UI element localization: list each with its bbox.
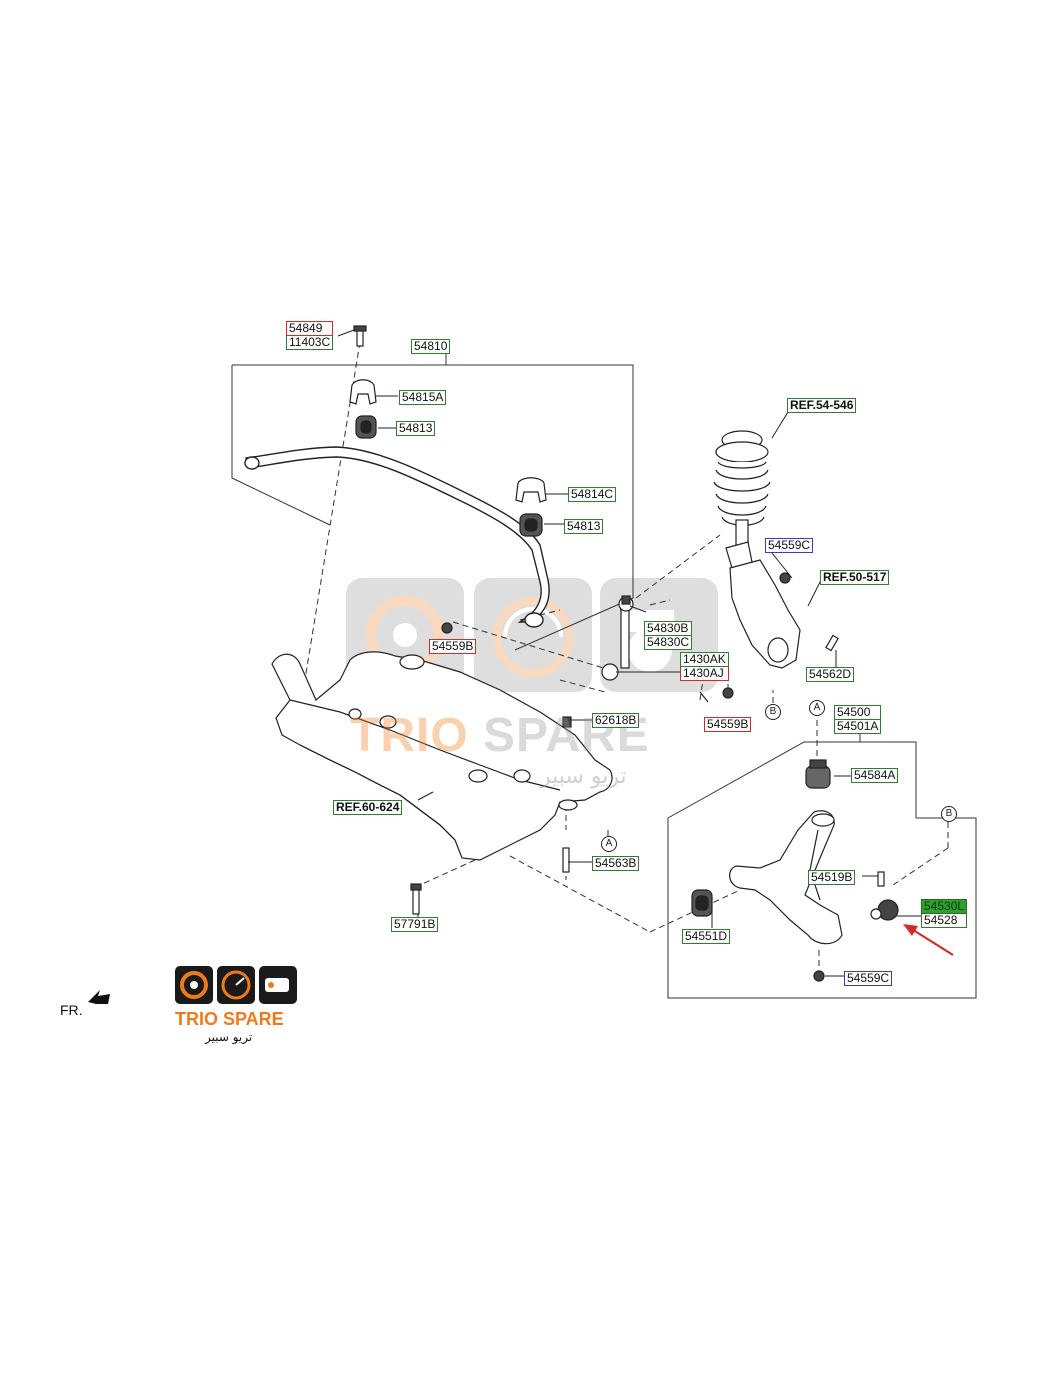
watermark-brand-word-1: TRIO bbox=[350, 709, 483, 762]
callout-a-upper[interactable]: A bbox=[601, 836, 617, 852]
part-label-54500[interactable]: 54500 bbox=[834, 705, 882, 720]
stabilizer-bar bbox=[244, 446, 550, 628]
brand-logo-arabic: تريو سبير bbox=[205, 1030, 253, 1044]
callout-b-knuckle[interactable]: B bbox=[765, 704, 781, 720]
ref-label-60-624[interactable]: REF.60-624 bbox=[333, 800, 403, 815]
callout-a-lower-arm[interactable]: A bbox=[809, 700, 825, 716]
stabilizer-group-box bbox=[231, 353, 634, 651]
bushings bbox=[349, 325, 547, 537]
strut-assembly bbox=[713, 430, 839, 669]
part-label-54849[interactable]: 54849 bbox=[286, 321, 334, 336]
part-label-1430aj[interactable]: 1430AJ bbox=[680, 667, 729, 681]
part-label-54563b[interactable]: 54563B bbox=[592, 856, 640, 871]
stabilizer-link bbox=[441, 595, 734, 703]
part-label-54815a[interactable]: 54815A bbox=[399, 390, 447, 405]
label-54830b-54830c: 54830B 54830C bbox=[644, 621, 693, 650]
part-label-54551d[interactable]: 54551D bbox=[682, 929, 731, 944]
part-label-54562d[interactable]: 54562D bbox=[806, 667, 855, 682]
part-label-57791b[interactable]: 57791B bbox=[391, 917, 439, 932]
part-label-54559c-upper[interactable]: 54559C bbox=[765, 538, 814, 553]
part-label-1430ak[interactable]: 1430AK bbox=[680, 652, 729, 667]
part-label-54584a[interactable]: 54584A bbox=[851, 768, 899, 783]
part-label-54559b-right[interactable]: 54559B bbox=[704, 717, 752, 732]
part-label-54813-upper[interactable]: 54813 bbox=[396, 421, 436, 436]
part-label-62618b[interactable]: 62618B bbox=[592, 713, 640, 728]
brand-logo-icons bbox=[175, 966, 297, 1004]
callout-b-arm[interactable]: B bbox=[941, 806, 957, 822]
label-54500-54501a: 54500 54501A bbox=[834, 705, 882, 734]
label-leaders bbox=[337, 329, 922, 977]
ref-label-54-546[interactable]: REF.54-546 bbox=[787, 398, 857, 413]
pointer-arrow bbox=[903, 924, 954, 956]
part-label-54530l[interactable]: 54530L bbox=[921, 899, 968, 914]
watermark-brand-arabic: تريو سبير bbox=[540, 764, 627, 789]
part-label-54810[interactable]: 54810 bbox=[411, 339, 451, 354]
front-direction-arrow bbox=[88, 990, 110, 1004]
part-label-54830c[interactable]: 54830C bbox=[644, 636, 693, 650]
part-label-11403c[interactable]: 11403C bbox=[286, 336, 334, 350]
part-label-54814c[interactable]: 54814C bbox=[568, 487, 617, 502]
part-label-54830b[interactable]: 54830B bbox=[644, 621, 693, 636]
front-subframe bbox=[271, 651, 613, 915]
brand-logo-text: TRIO SPARE bbox=[175, 1009, 284, 1030]
part-label-54559b-left[interactable]: 54559B bbox=[429, 639, 477, 654]
part-label-54501a[interactable]: 54501A bbox=[834, 720, 882, 734]
front-direction-label: FR. bbox=[60, 1002, 83, 1018]
part-label-54519b[interactable]: 54519B bbox=[808, 870, 856, 885]
part-label-54559c-lower[interactable]: 54559C bbox=[844, 971, 893, 986]
part-label-54813-lower[interactable]: 54813 bbox=[564, 519, 604, 534]
ref-label-50-517[interactable]: REF.50-517 bbox=[820, 570, 890, 585]
brand-logo-name: TRIO SPARE bbox=[175, 1009, 284, 1029]
label-54849-11403c: 54849 11403C bbox=[286, 321, 334, 350]
lower-control-arm bbox=[691, 759, 899, 982]
part-label-54528[interactable]: 54528 bbox=[921, 914, 968, 928]
label-1430ak-1430aj: 1430AK 1430AJ bbox=[680, 652, 729, 681]
label-54530l-54528: 54530L 54528 bbox=[921, 899, 968, 928]
